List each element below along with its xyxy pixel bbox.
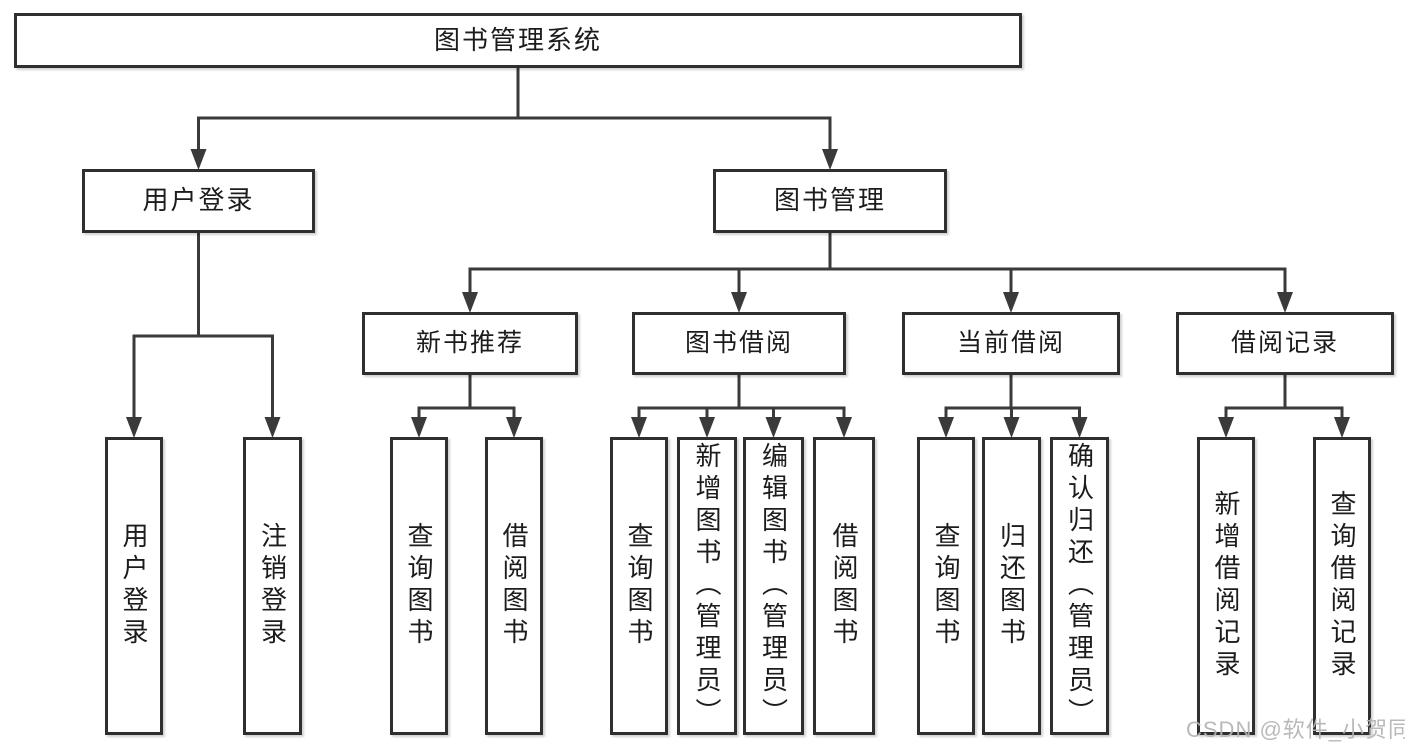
- arrowhead-icon: [264, 417, 281, 438]
- node-leaf-return-book: 归还图书: [982, 437, 1041, 735]
- node-new-book-rec: 新书推荐: [362, 312, 578, 375]
- node-root: 图书管理系统: [14, 13, 1022, 68]
- arrowhead-icon: [731, 292, 747, 313]
- node-leaf-borrow-book-rec: 借阅图书: [485, 437, 543, 735]
- node-current-borrow: 当前借阅: [902, 312, 1120, 375]
- node-user-login-label: 用户登录: [142, 185, 255, 216]
- node-borrow-records-label: 借阅记录: [1230, 329, 1339, 358]
- arrowhead-icon: [765, 417, 782, 438]
- node-leaf-add-book-label: 新增图书（管理员）: [692, 442, 722, 730]
- node-leaf-add-book: 新增图书（管理员）: [677, 437, 737, 735]
- node-leaf-query-borrow-record-label: 查询借阅记录: [1327, 490, 1357, 682]
- node-leaf-query-book-current-label: 查询图书: [931, 522, 961, 650]
- node-leaf-query-book-rec-label: 查询图书: [404, 522, 434, 650]
- node-leaf-user-login-label: 用户登录: [119, 522, 149, 650]
- node-leaf-query-borrow-record: 查询借阅记录: [1313, 437, 1371, 735]
- node-book-mgmt: 图书管理: [713, 169, 947, 233]
- arrowhead-icon: [506, 417, 522, 438]
- arrowhead-icon: [836, 417, 852, 438]
- node-leaf-add-borrow-record: 新增借阅记录: [1197, 437, 1255, 735]
- node-leaf-query-book-current: 查询图书: [917, 437, 975, 735]
- node-leaf-edit-book-label: 编辑图书（管理员）: [758, 442, 789, 730]
- node-leaf-borrow-book: 借阅图书: [813, 437, 875, 735]
- arrowhead-icon: [126, 417, 142, 438]
- arrowhead-icon: [190, 149, 207, 170]
- node-leaf-borrow-book-rec-label: 借阅图书: [499, 522, 529, 650]
- node-borrow-records: 借阅记录: [1176, 312, 1394, 375]
- node-leaf-logout-label: 注销登录: [257, 522, 288, 650]
- node-book-borrow: 图书借阅: [632, 312, 846, 375]
- node-user-login: 用户登录: [82, 169, 315, 233]
- node-leaf-query-book-rec: 查询图书: [390, 437, 448, 735]
- node-leaf-return-book-label: 归还图书: [996, 522, 1027, 650]
- arrowhead-icon: [631, 417, 647, 438]
- arrowhead-icon: [1003, 417, 1020, 438]
- node-leaf-confirm-return-label: 确认归还（管理员）: [1064, 442, 1095, 730]
- node-book-mgmt-label: 图书管理: [773, 185, 886, 216]
- node-book-borrow-label: 图书借阅: [684, 329, 793, 358]
- node-leaf-borrow-book-label: 借阅图书: [829, 522, 859, 650]
- node-leaf-add-borrow-record-label: 新增借阅记录: [1211, 490, 1241, 682]
- node-leaf-edit-book: 编辑图书（管理员）: [743, 437, 804, 735]
- arrowhead-icon: [822, 149, 838, 170]
- arrowhead-icon: [1071, 417, 1088, 438]
- node-leaf-confirm-return: 确认归还（管理员）: [1050, 437, 1109, 735]
- node-leaf-query-book-borrow: 查询图书: [610, 437, 668, 735]
- arrowhead-icon: [699, 417, 715, 438]
- arrowhead-icon: [1277, 292, 1293, 313]
- arrowhead-icon: [1334, 417, 1350, 438]
- node-leaf-logout: 注销登录: [243, 437, 302, 735]
- node-new-book-rec-label: 新书推荐: [415, 329, 524, 358]
- node-current-borrow-label: 当前借阅: [956, 329, 1065, 358]
- arrowhead-icon: [411, 417, 427, 438]
- arrowhead-icon: [938, 417, 954, 438]
- node-leaf-query-book-borrow-label: 查询图书: [624, 522, 654, 650]
- arrowhead-icon: [462, 292, 478, 313]
- arrowhead-icon: [1003, 292, 1019, 313]
- node-root-label: 图书管理系统: [433, 24, 602, 55]
- node-leaf-user-login: 用户登录: [105, 437, 163, 735]
- arrowhead-icon: [1218, 417, 1234, 438]
- watermark-text: CSDN @软件_小贺同学: [1186, 717, 1405, 742]
